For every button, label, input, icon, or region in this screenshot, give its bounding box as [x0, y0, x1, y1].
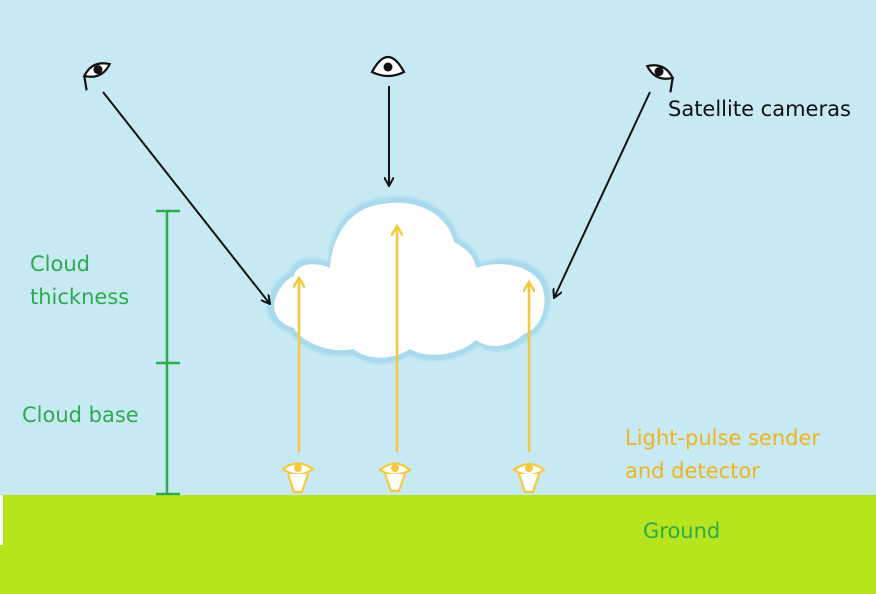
satellite-camera-center-eye-icon [370, 55, 406, 78]
satellite-cameras-label: Satellite cameras [668, 97, 851, 121]
satellite-camera-left-eye-icon [82, 62, 112, 91]
cloud-thickness-label-line1: Cloud [30, 252, 90, 276]
ground-strip [0, 495, 876, 594]
light-pulse-device-center-icon [378, 462, 412, 493]
cloud-thickness-label-line2: thickness [30, 285, 130, 309]
cloud-thickness-label: Cloud thickness [30, 248, 129, 314]
cloud-height-bracket [156, 209, 180, 496]
camera-view-arrow-right [554, 91, 651, 298]
satellite-camera-right-eye-icon [645, 64, 675, 93]
light-pulse-sender-label: Light-pulse sender and detector [625, 422, 820, 488]
light-pulse-device-right-icon [512, 462, 546, 494]
light-pulse-sender-label-line2: and detector [625, 459, 760, 483]
cloud [267, 196, 550, 364]
ground-left-edge [0, 495, 3, 545]
ground-label: Ground [643, 519, 721, 543]
light-pulse-sender-label-line1: Light-pulse sender [625, 426, 821, 450]
cloud-base-label: Cloud base [22, 403, 139, 427]
light-pulse-device-left-icon [281, 462, 315, 494]
camera-view-arrow-left [102, 91, 270, 304]
